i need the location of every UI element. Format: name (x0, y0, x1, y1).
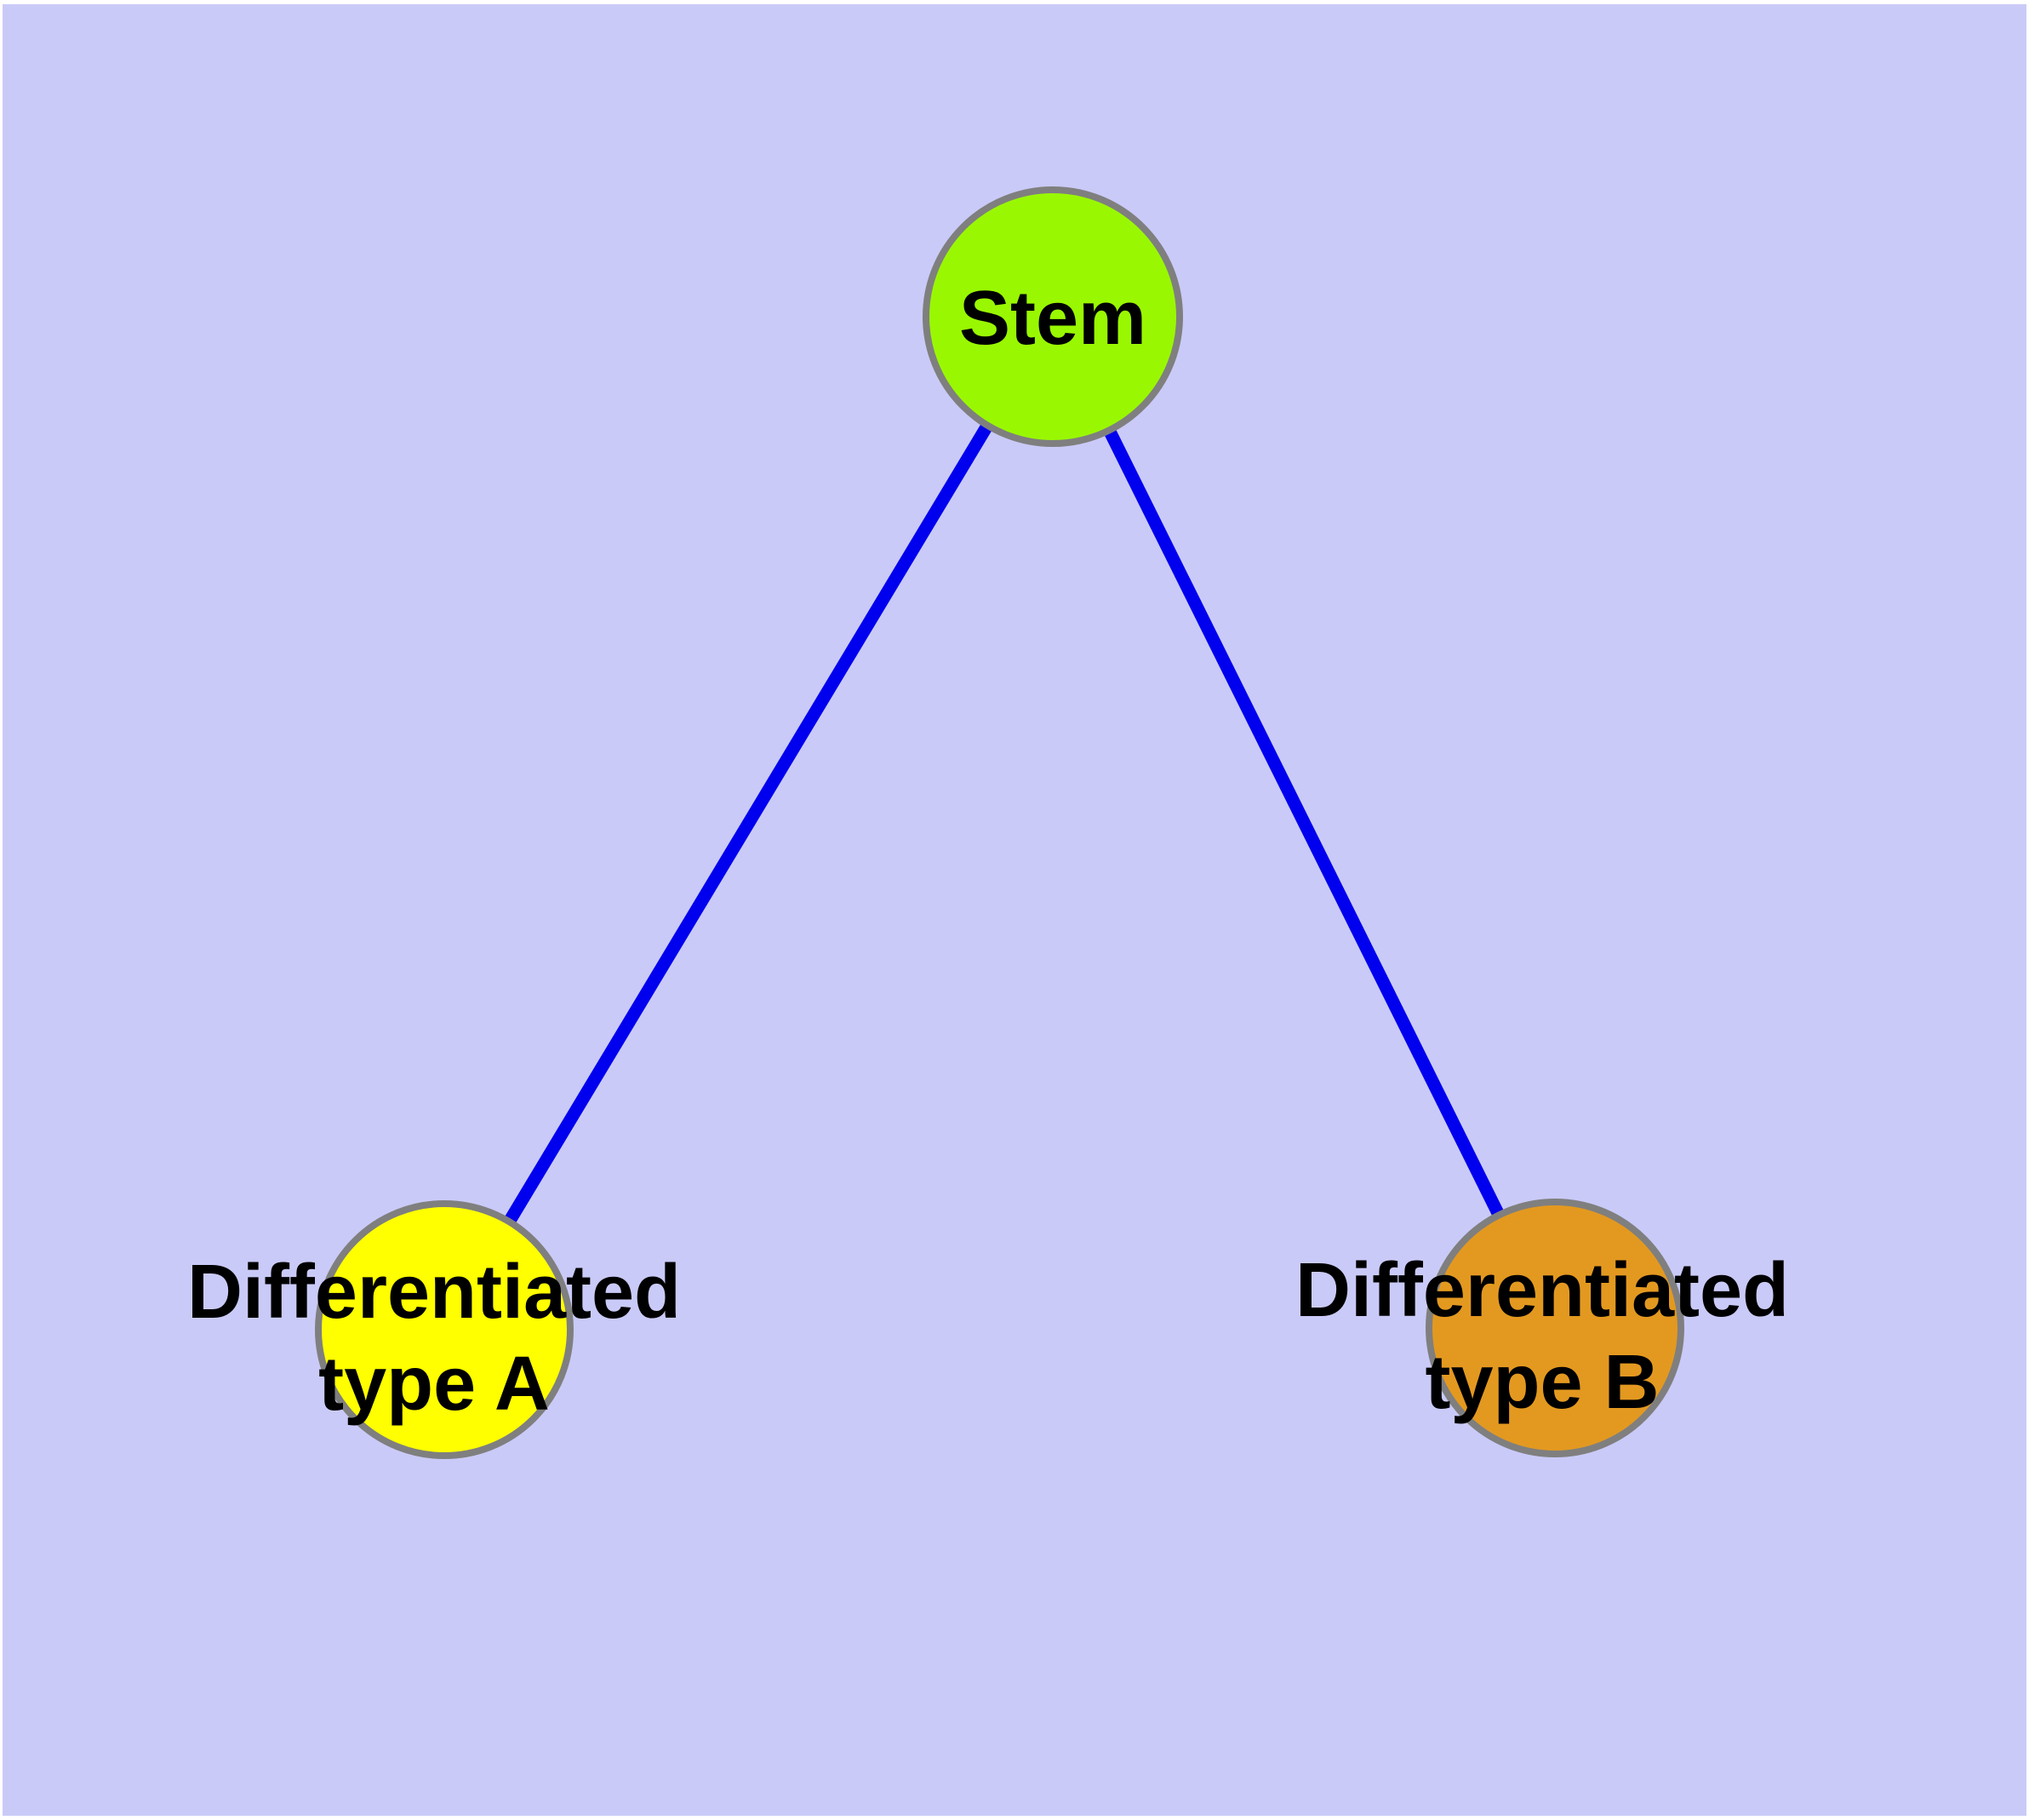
node-type-a-label-line1: Differentiated (187, 1250, 681, 1335)
edges (438, 313, 1561, 1333)
edge-stem-to-type-a (438, 313, 1059, 1333)
node-type-b-label-line2: type B (1425, 1340, 1659, 1425)
node-differentiated-type-b (1426, 1199, 1684, 1457)
node-stem (923, 186, 1183, 447)
node-type-a-label-line2: type A (318, 1342, 550, 1427)
nodes (315, 186, 1684, 1459)
node-stem-label: Stem (959, 276, 1146, 361)
node-differentiated-type-a (315, 1200, 574, 1459)
node-labels: Stem Differentiated type A Differentiate… (187, 276, 1789, 1427)
node-type-b-label-line1: Differentiated (1295, 1248, 1789, 1333)
edge-stem-to-type-b (1047, 313, 1561, 1331)
